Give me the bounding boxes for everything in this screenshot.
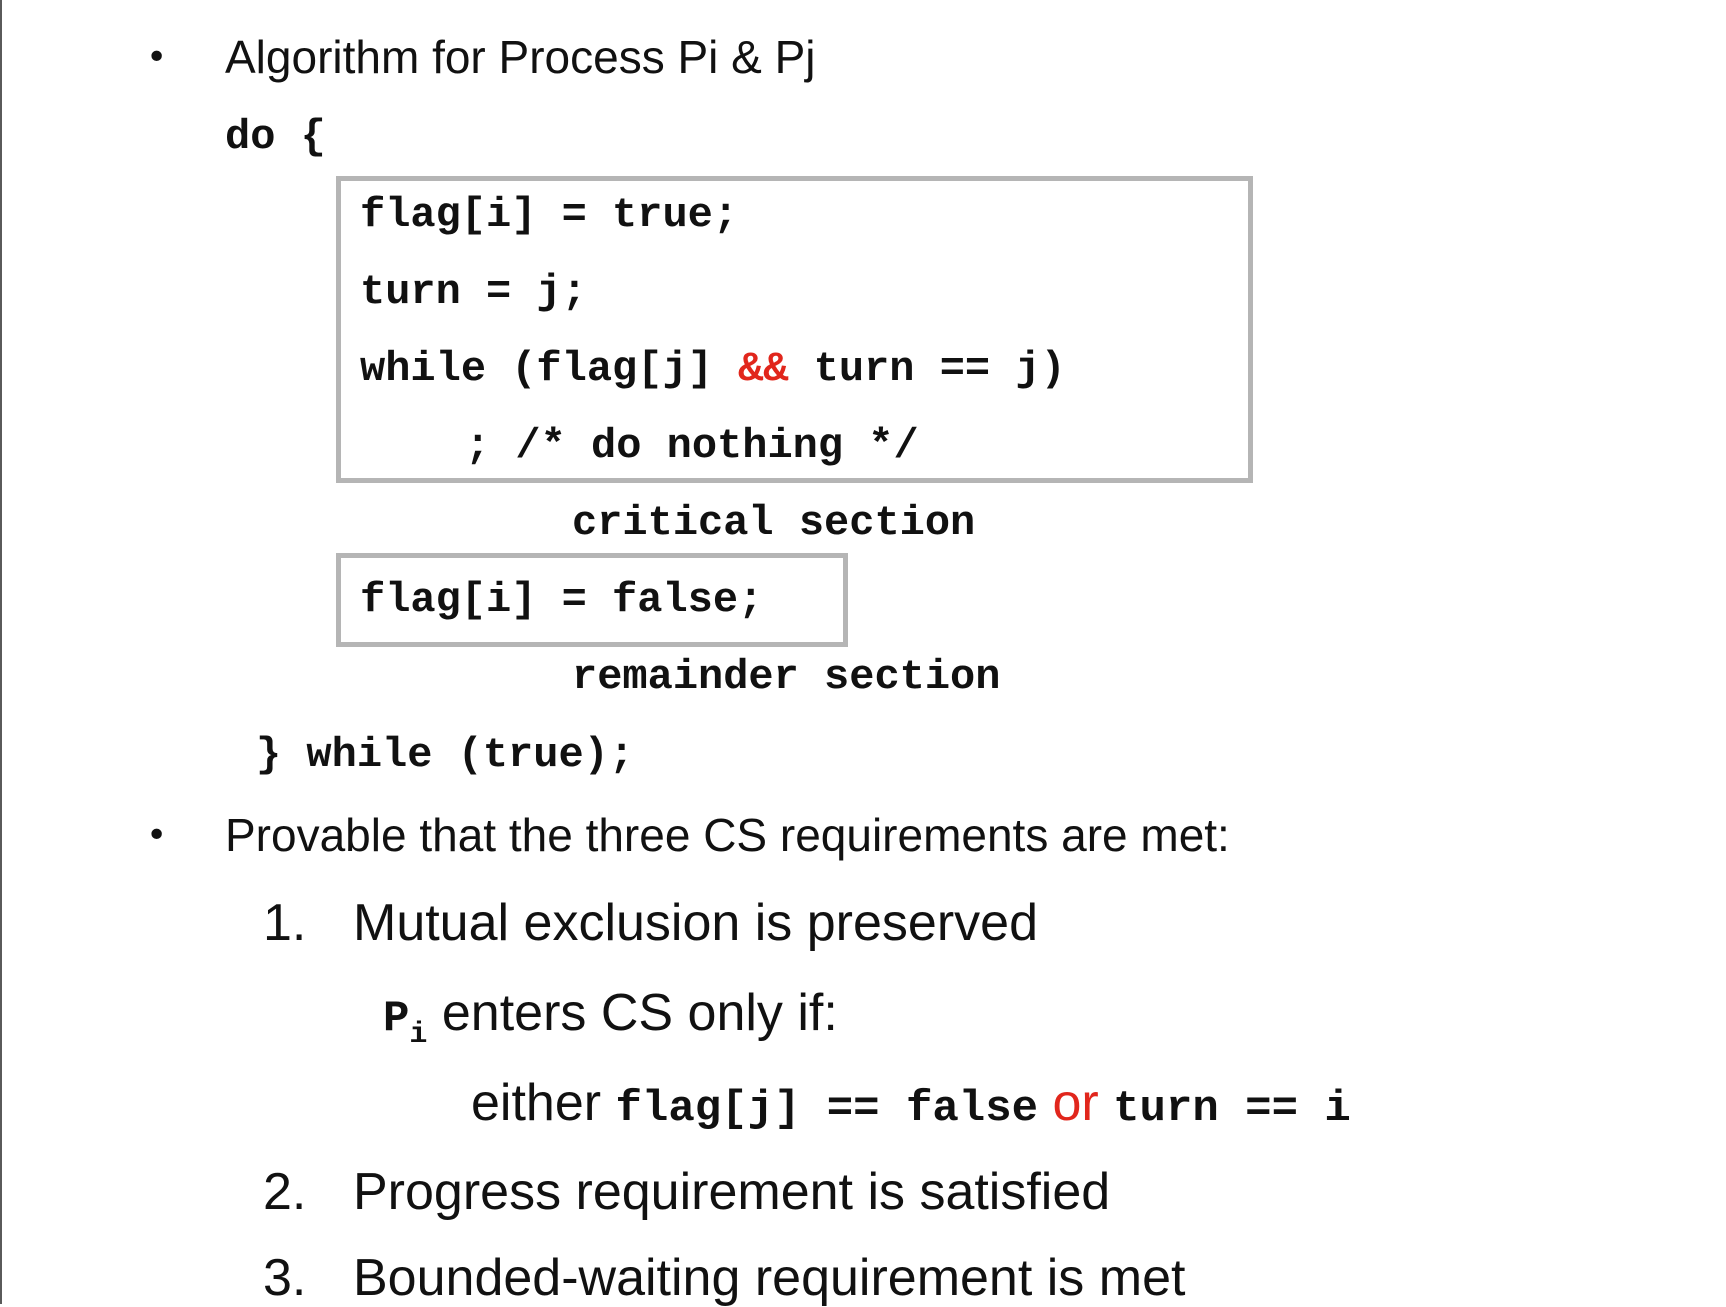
requirement-text-3: Bounded-waiting requirement is met xyxy=(353,1249,1186,1307)
condition-flag-j-false: flag[j] == false xyxy=(615,1084,1038,1134)
condition-turn-i: turn == i xyxy=(1113,1084,1351,1134)
requirement-text-1: Mutual exclusion is preserved xyxy=(353,894,1038,952)
or-text: or xyxy=(1038,1074,1114,1132)
mutual-exclusion-enters: Pi enters CS only if: xyxy=(383,984,838,1050)
code-while-pre: while (flag[j] xyxy=(360,345,739,393)
mutual-exclusion-condition: either flag[j] == false or turn == i xyxy=(471,1077,1351,1131)
code-remainder-section: remainder section xyxy=(572,653,1001,701)
code-and-operator: && xyxy=(738,345,789,393)
either-text: either xyxy=(471,1074,616,1132)
enters-cs-text: enters CS only if: xyxy=(427,984,838,1042)
bullet-heading-algorithm: Algorithm for Process Pi & Pj xyxy=(225,31,816,83)
entry-section-box xyxy=(336,176,1253,483)
bullet-marker: • xyxy=(146,37,168,78)
code-do-close: } while (true); xyxy=(256,731,635,779)
code-while-post: turn == j) xyxy=(788,345,1066,393)
requirement-text-2: Progress requirement is satisfied xyxy=(353,1163,1111,1221)
bullet-heading-provable: Provable that the three CS requirements … xyxy=(225,809,1230,861)
process-name: P xyxy=(383,994,410,1044)
bullet-marker: • xyxy=(146,815,168,856)
code-turn-j: turn = j; xyxy=(360,268,587,316)
code-do-nothing: ; /* do nothing */ xyxy=(465,422,919,470)
code-flag-i-false: flag[i] = false; xyxy=(360,576,764,624)
requirement-number-1: 1. xyxy=(263,894,307,952)
code-critical-section: critical section xyxy=(572,499,976,547)
code-while-condition: while (flag[j] && turn == j) xyxy=(360,348,1066,390)
slide-left-border xyxy=(0,0,2,1304)
requirement-number-3: 3. xyxy=(263,1249,307,1307)
code-flag-i-true: flag[i] = true; xyxy=(360,191,739,239)
requirement-number-2: 2. xyxy=(263,1163,307,1221)
code-do-open: do { xyxy=(225,113,326,161)
process-subscript: i xyxy=(409,1018,428,1052)
exit-section-box xyxy=(336,553,848,647)
